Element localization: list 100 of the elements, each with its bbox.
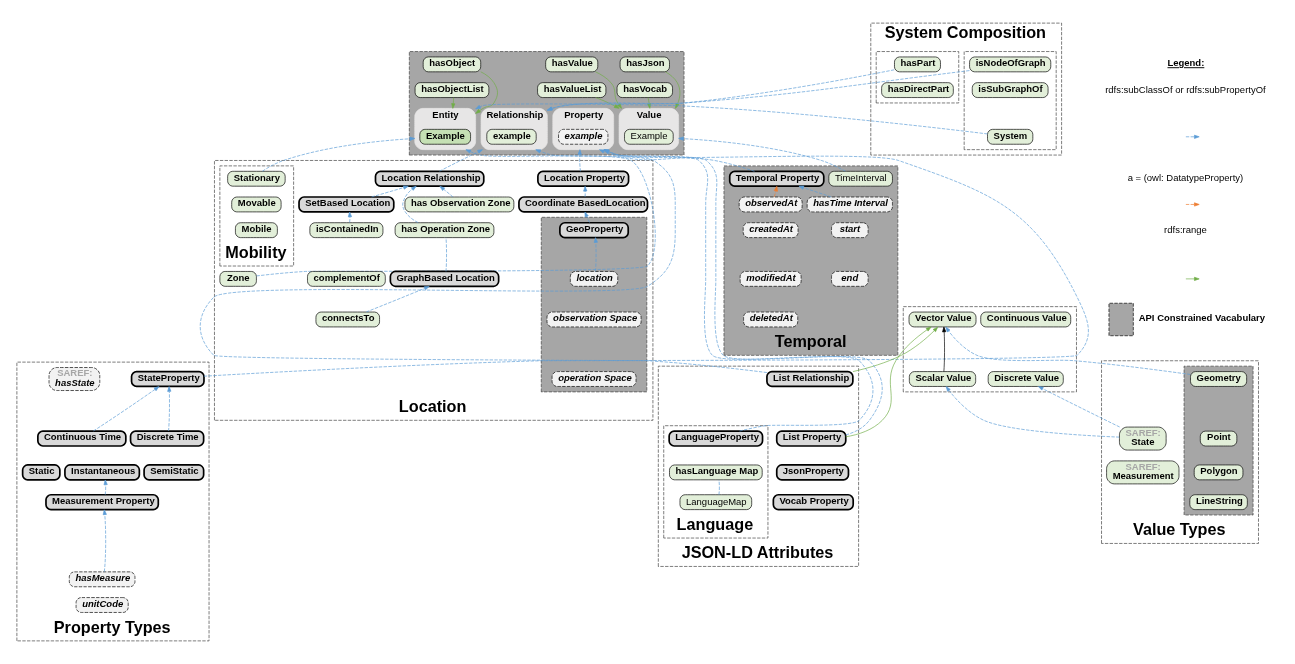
arrow bbox=[102, 509, 107, 572]
node-box: observedAt bbox=[738, 196, 803, 213]
node-box: Discrete Value bbox=[987, 371, 1064, 387]
node-box: Static bbox=[21, 464, 61, 481]
node-box: Example bbox=[419, 129, 471, 145]
arrow bbox=[583, 186, 588, 198]
arrow bbox=[595, 71, 622, 109]
node-box: has Observation Zone bbox=[404, 196, 515, 213]
node-box: Coordinate BasedLocation bbox=[518, 196, 649, 213]
node-box: SetBased Location bbox=[298, 196, 395, 213]
node-box: hasLanguage Map bbox=[669, 464, 763, 481]
node-box: unitCode bbox=[75, 597, 129, 613]
node-box: operation Space bbox=[551, 371, 637, 387]
node-box: Polygon bbox=[1193, 464, 1244, 481]
node-box: LineString bbox=[1189, 494, 1248, 510]
node-box: createdAt bbox=[742, 222, 799, 238]
arrow bbox=[451, 97, 456, 109]
node-box: GeoProperty bbox=[559, 221, 630, 239]
node-box: hasJson bbox=[619, 56, 670, 73]
node-box: Movable bbox=[231, 196, 282, 213]
arrow bbox=[103, 479, 108, 495]
node-box: Zone bbox=[219, 271, 257, 287]
arrow bbox=[942, 326, 947, 372]
node-box: example bbox=[558, 129, 609, 145]
cluster bbox=[875, 51, 960, 104]
node-box: StateProperty bbox=[130, 370, 205, 388]
arrow bbox=[203, 149, 1089, 377]
arrow bbox=[167, 386, 172, 432]
node-box: hasPart bbox=[894, 56, 941, 73]
node-box: Location Property bbox=[537, 170, 630, 188]
node-box: System bbox=[987, 129, 1034, 145]
node-box: hasTime Interval bbox=[806, 196, 893, 213]
node-box: hasDirectPart bbox=[881, 82, 954, 98]
arrow bbox=[845, 326, 932, 438]
node-box: TimeInterval bbox=[828, 170, 893, 187]
arrow bbox=[773, 186, 778, 198]
arrow bbox=[1038, 386, 1120, 428]
node-box: Continuous Value bbox=[980, 311, 1072, 328]
node-box: example bbox=[486, 129, 537, 145]
arrow bbox=[93, 386, 160, 432]
node-box: SAREF: hasState bbox=[48, 367, 101, 391]
node-box: GraphBased Location bbox=[389, 270, 500, 288]
legend-label: a = (owl: DatatypeProperty) bbox=[1127, 172, 1244, 184]
node-box: isContainedIn bbox=[309, 222, 384, 238]
node-box: SemiStatic bbox=[143, 464, 205, 481]
node-box: Continuous Time bbox=[37, 430, 127, 447]
arrow bbox=[371, 185, 409, 198]
node-box: List Relationship bbox=[766, 370, 854, 388]
node-box: JsonProperty bbox=[775, 464, 850, 481]
node-box: LanguageMap bbox=[679, 494, 753, 510]
node-box: Stationary bbox=[227, 170, 286, 187]
legend-label: rdfs:range bbox=[1164, 223, 1207, 235]
arrow bbox=[584, 211, 590, 223]
arrow bbox=[402, 185, 419, 223]
node-box: Example bbox=[624, 129, 674, 145]
node-box: Measurement Property bbox=[45, 493, 160, 511]
node-box: complementOf bbox=[307, 271, 386, 287]
node-box: start bbox=[831, 222, 869, 238]
node-box: deletedAt bbox=[743, 311, 799, 328]
node-box: observation Space bbox=[546, 311, 642, 328]
node-box: has Operation Zone bbox=[394, 222, 495, 238]
node-box: hasValueList bbox=[537, 82, 607, 98]
legend-label: API Constrained Vacabulary bbox=[1138, 312, 1266, 324]
cluster bbox=[963, 51, 1057, 150]
arrow bbox=[347, 211, 352, 223]
node-box: end bbox=[831, 271, 869, 287]
node-box: Point bbox=[1199, 430, 1238, 447]
arrow bbox=[366, 286, 430, 313]
arrow bbox=[475, 71, 498, 114]
arrow bbox=[798, 185, 832, 198]
arrow bbox=[599, 149, 755, 172]
arrow bbox=[199, 149, 768, 373]
arrow bbox=[577, 149, 582, 172]
node-box: hasObjectList bbox=[414, 82, 490, 98]
label: Legend: bbox=[1167, 57, 1205, 69]
arrow bbox=[665, 71, 681, 109]
node-box: Mobile bbox=[235, 222, 278, 238]
connector bbox=[445, 237, 447, 272]
node-box: hasObject bbox=[422, 56, 482, 73]
node-box: Scalar Value bbox=[909, 371, 976, 387]
node-box: hasMeasure bbox=[68, 571, 136, 588]
node-box: SAREF: State bbox=[1119, 426, 1167, 451]
node-box: Discrete Time bbox=[129, 430, 205, 447]
arrow bbox=[595, 97, 620, 109]
node-box: hasValue bbox=[545, 56, 599, 73]
node-box: LanguageProperty bbox=[668, 430, 764, 447]
arrow bbox=[439, 186, 454, 198]
node-box: isNodeOfGraph bbox=[969, 56, 1052, 73]
node-box: List Property bbox=[775, 430, 847, 447]
arrow bbox=[945, 386, 1120, 438]
arrow bbox=[593, 237, 598, 272]
arrow bbox=[439, 149, 483, 172]
arrow bbox=[678, 136, 846, 172]
cluster bbox=[1183, 365, 1254, 516]
node-box: SAREF: Measurement bbox=[1106, 460, 1180, 485]
node-box: Instantaneous bbox=[64, 464, 141, 481]
arrow bbox=[262, 136, 416, 172]
node-box: isSubGraphOf bbox=[971, 82, 1049, 98]
legend-label: rdfs:subClassOf or rdfs:subPropertyOf bbox=[1105, 83, 1266, 95]
node-box: connectsTo bbox=[315, 311, 380, 328]
